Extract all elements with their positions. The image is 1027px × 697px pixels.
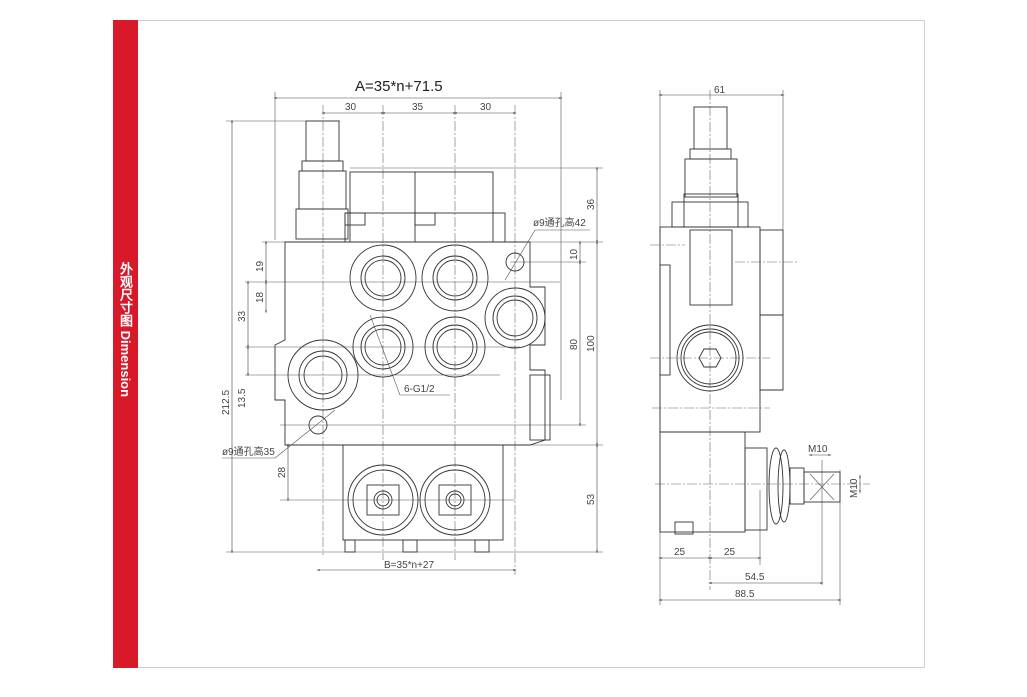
dim-54-5: 54.5 xyxy=(745,572,765,583)
side-view: 61 M10 M10 25 25 54.5 88.5 xyxy=(650,85,870,605)
dim-m10-vertical: M10 xyxy=(849,478,860,498)
dim-30-left: 30 xyxy=(345,102,357,113)
dim-19: 19 xyxy=(255,260,266,272)
sidebar-red-bar xyxy=(113,20,138,668)
dim-10: 10 xyxy=(569,248,580,260)
dim-25-left: 25 xyxy=(674,547,686,558)
dim-80: 80 xyxy=(569,338,580,350)
dim-13-5: 13.5 xyxy=(237,388,248,408)
dim-212-5: 212.5 xyxy=(221,390,232,415)
mounting-hole-top xyxy=(505,252,525,272)
dim-53: 53 xyxy=(586,493,597,505)
dim-30-right: 30 xyxy=(480,102,492,113)
dim-61: 61 xyxy=(714,85,726,96)
dim-25-right: 25 xyxy=(724,547,736,558)
dim-18: 18 xyxy=(255,291,266,303)
dim-a-label: A=35*n+71.5 xyxy=(355,78,443,95)
dim-36: 36 xyxy=(586,198,597,210)
mounting-hole-bottom xyxy=(308,415,328,435)
dim-m10-horizontal: M10 xyxy=(808,444,828,455)
dim-b-label: B=35*n+27 xyxy=(384,560,434,571)
hole-bottom-label: ø9通孔高35 xyxy=(222,445,275,458)
ports-label: 6-G1/2 xyxy=(404,384,435,395)
hole-top-label: ø9通孔高42 xyxy=(533,216,586,229)
dim-88-5: 88.5 xyxy=(735,589,755,600)
dim-33: 33 xyxy=(237,310,248,322)
sidebar-title: 外观尺寸图 Dimension xyxy=(118,262,133,398)
port-circles xyxy=(287,244,546,411)
dim-28: 28 xyxy=(277,466,288,478)
front-view: A=35*n+71.5 30 35 30 36 10 80 100 53 19 … xyxy=(221,78,603,575)
dim-100: 100 xyxy=(586,335,597,352)
dim-35: 35 xyxy=(412,102,424,113)
